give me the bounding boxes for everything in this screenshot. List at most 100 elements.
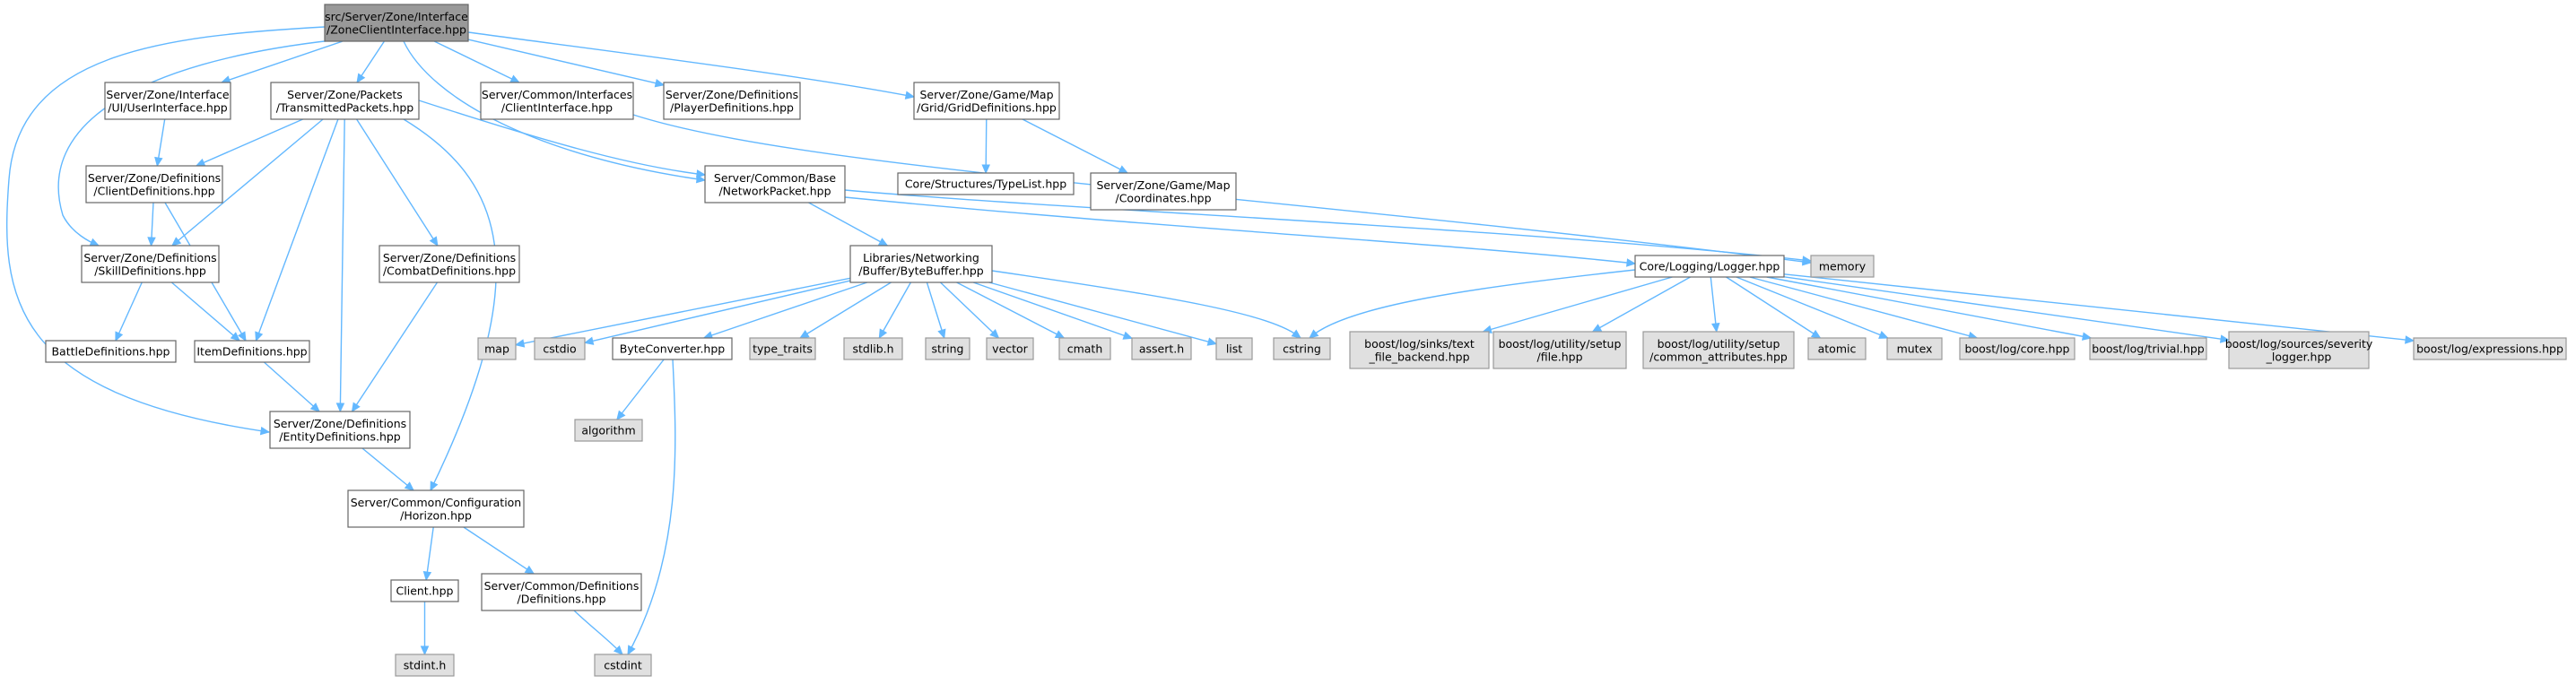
node-label: type_traits <box>753 342 813 356</box>
edge-root-to-networkpacket-arrowhead <box>695 174 707 184</box>
node-textfile[interactable]: boost/log/sinks/text_file_backend.hpp <box>1349 331 1490 369</box>
node-logger[interactable]: Core/Logging/Logger.hpp <box>1634 255 1785 278</box>
edge-transmitted-to-itemdefs <box>255 118 339 342</box>
node-label: memory <box>1819 260 1867 273</box>
node-playerdefs[interactable]: Server/Zone/Definitions/PlayerDefinition… <box>663 82 801 120</box>
node-box <box>1215 337 1253 360</box>
node-box <box>324 4 469 42</box>
node-cstdio[interactable]: cstdio <box>534 337 586 360</box>
node-clienthpp[interactable]: Client.hpp <box>390 579 459 602</box>
node-box <box>913 82 1060 120</box>
node-logcore[interactable]: boost/log/core.hpp <box>1959 337 2076 360</box>
node-byteconverter[interactable]: ByteConverter.hpp <box>612 337 733 360</box>
node-box <box>104 82 231 120</box>
edge-logger-to-cstring <box>1309 269 1636 339</box>
edge-griddefs-to-coordinates-arrowhead <box>1118 165 1129 174</box>
edge-itemdefs-to-entitydefs <box>263 361 320 412</box>
node-box <box>1959 337 2076 360</box>
node-entitydefs[interactable]: Server/Zone/Definitions/EntityDefinition… <box>269 411 411 449</box>
edge-skilldefs-to-itemdefs <box>170 281 240 342</box>
edge-transmitted-to-skilldefs <box>171 118 324 247</box>
node-expressions[interactable]: boost/log/expressions.hpp <box>2413 337 2567 360</box>
node-label: map <box>484 342 509 356</box>
node-box <box>925 337 970 360</box>
node-label: /EntityDefinitions.hpp <box>279 429 401 443</box>
node-clientdefs[interactable]: Server/Zone/Definitions/ClientDefinition… <box>85 165 223 203</box>
node-label: Core/Logging/Logger.hpp <box>1640 260 1780 273</box>
node-root[interactable]: src/Server/Zone/Interface/ZoneClientInte… <box>324 4 469 42</box>
node-box <box>269 411 411 449</box>
node-box <box>270 82 420 120</box>
node-clientinterface[interactable]: Server/Common/Interfaces/ClientInterface… <box>480 82 634 120</box>
node-box <box>2413 337 2567 360</box>
node-typelist[interactable]: Core/Structures/TypeList.hpp <box>897 172 1075 195</box>
node-label: stdint.h <box>404 659 447 672</box>
node-userinterface[interactable]: Server/Zone/Interface/UI/UserInterface.h… <box>104 82 231 120</box>
node-label: /Coordinates.hpp <box>1115 191 1211 204</box>
node-box <box>194 340 310 363</box>
node-list[interactable]: list <box>1215 337 1253 360</box>
node-map[interactable]: map <box>477 337 517 360</box>
node-box <box>663 82 801 120</box>
edge-root-to-entitydefs <box>5 26 326 433</box>
node-itemdefs[interactable]: ItemDefinitions.hpp <box>194 340 310 363</box>
node-label: Server/Zone/Definitions <box>83 251 216 264</box>
node-label: /CombatDefinitions.hpp <box>383 264 516 277</box>
node-setupfile[interactable]: boost/log/utility/setup/file.hpp <box>1493 331 1627 369</box>
node-label: src/Server/Zone/Interface <box>325 10 468 23</box>
node-cstring[interactable]: cstring <box>1273 337 1331 360</box>
edge-bytebuffer-to-stdlib-arrowhead <box>878 328 888 340</box>
node-transmitted[interactable]: Server/Zone/Packets/TransmittedPackets.h… <box>270 82 420 120</box>
node-label: boost/log/expressions.hpp <box>2416 342 2563 356</box>
edge-logger-to-setupfile <box>1592 276 1691 333</box>
node-coordinates[interactable]: Server/Zone/Game/Map/Coordinates.hpp <box>1090 172 1237 211</box>
node-skilldefs[interactable]: Server/Zone/Definitions/SkillDefinitions… <box>81 245 220 283</box>
node-definitions[interactable]: Server/Common/Definitions/Definitions.hp… <box>481 573 642 611</box>
node-memory[interactable]: memory <box>1810 255 1875 278</box>
node-cstdint[interactable]: cstdint <box>594 654 652 677</box>
node-bytebuffer[interactable]: Libraries/Networking/Buffer/ByteBuffer.h… <box>849 245 993 283</box>
node-stdint[interactable]: stdint.h <box>395 654 455 677</box>
node-battledefs[interactable]: BattleDefinitions.hpp <box>45 340 177 363</box>
node-griddefs[interactable]: Server/Zone/Game/Map/Grid/GridDefinition… <box>913 82 1060 120</box>
node-networkpacket[interactable]: Server/Common/Base/NetworkPacket.hpp <box>704 165 846 203</box>
edge-root-to-entitydefs-arrowhead <box>259 426 271 436</box>
node-label: /UI/UserInterface.hpp <box>108 100 228 114</box>
node-label: /Definitions.hpp <box>517 592 605 605</box>
node-logtrivial[interactable]: boost/log/trivial.hpp <box>2089 337 2207 360</box>
edge-root-to-skilldefs <box>57 39 333 247</box>
node-cmath[interactable]: cmath <box>1058 337 1111 360</box>
edge-bytebuffer-to-cstdio <box>584 280 851 344</box>
node-combatdefs[interactable]: Server/Zone/Definitions/CombatDefinition… <box>379 245 520 283</box>
node-box <box>849 245 993 283</box>
node-vector[interactable]: vector <box>986 337 1034 360</box>
node-box <box>390 579 459 602</box>
node-assert[interactable]: assert.h <box>1131 337 1192 360</box>
edge-bytebuffer-to-vector-arrowhead <box>989 328 1000 339</box>
node-algorithm[interactable]: algorithm <box>574 419 643 442</box>
node-horizon[interactable]: Server/Common/Configuration/Horizon.hpp <box>347 489 525 528</box>
edge-logger-to-textfile <box>1483 276 1673 333</box>
node-box <box>986 337 1034 360</box>
node-severity[interactable]: boost/log/sources/severity_logger.hpp <box>2225 331 2373 369</box>
node-box <box>1634 255 1785 278</box>
edge-bytebuffer-to-map <box>515 277 851 346</box>
node-string[interactable]: string <box>925 337 970 360</box>
edge-networkpacket-to-logger-arrowhead <box>1626 258 1637 267</box>
node-label: /file.hpp <box>1536 350 1582 363</box>
edge-itemdefs-to-entitydefs-arrowhead <box>309 403 320 412</box>
edge-bytebuffer-to-string-arrowhead <box>937 328 946 340</box>
node-atomic[interactable]: atomic <box>1807 337 1867 360</box>
node-stdlib[interactable]: stdlib.h <box>843 337 903 360</box>
edge-bytebuffer-to-cstdio-arrowhead <box>583 336 595 345</box>
edge-root-to-transmitted-arrowhead <box>356 73 366 84</box>
edge-skilldefs-to-battledefs <box>115 281 143 342</box>
node-type_traits[interactable]: type_traits <box>749 337 816 360</box>
node-label: /ClientInterface.hpp <box>501 100 613 114</box>
node-mutex[interactable]: mutex <box>1886 337 1943 360</box>
edge-bytebuffer-to-type_traits-arrowhead <box>799 329 810 339</box>
node-commonattr[interactable]: boost/log/utility/setup/common_attribute… <box>1642 331 1795 369</box>
edge-logger-to-atomic <box>1726 276 1821 339</box>
edge-definitions-to-cstdint <box>573 610 623 655</box>
